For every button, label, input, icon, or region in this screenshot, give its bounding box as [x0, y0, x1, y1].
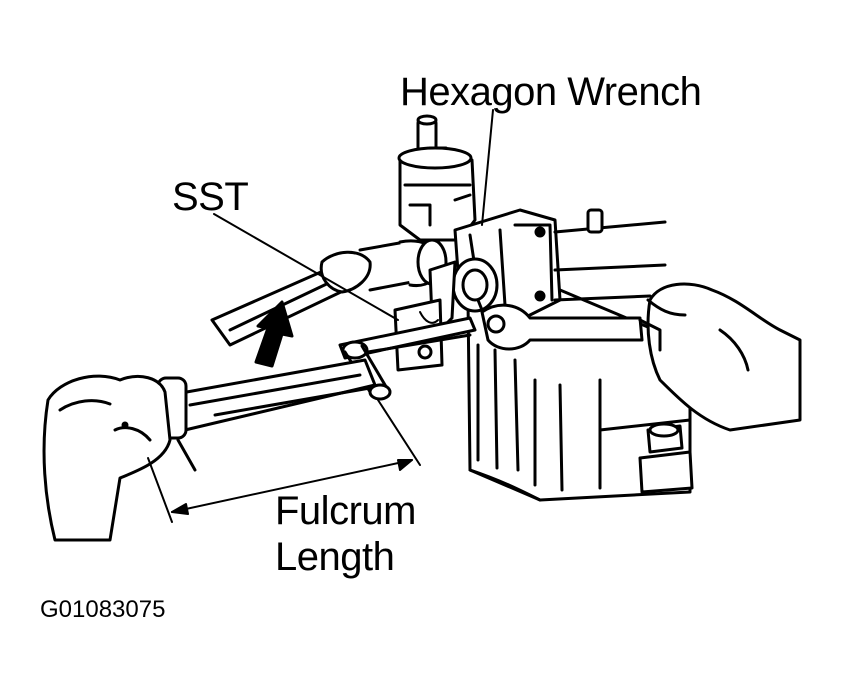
- right-hand: [638, 282, 802, 432]
- fulcrum-length-label: Fulcrum Length: [275, 488, 416, 580]
- direction-arrow: [254, 300, 294, 368]
- left-hand: [42, 374, 172, 542]
- sst-label: SST: [172, 175, 249, 219]
- leader-lines: [213, 109, 494, 466]
- fulcrum-label-line1: Fulcrum: [275, 489, 416, 533]
- hexagon-wrench: [451, 257, 644, 351]
- hexagon-wrench-label: Hexagon Wrench: [400, 70, 702, 114]
- figure-id: G01083075: [40, 596, 166, 623]
- torque-wrench: [156, 358, 377, 472]
- fulcrum-dimension: [147, 457, 413, 523]
- fulcrum-label-line2: Length: [275, 535, 395, 579]
